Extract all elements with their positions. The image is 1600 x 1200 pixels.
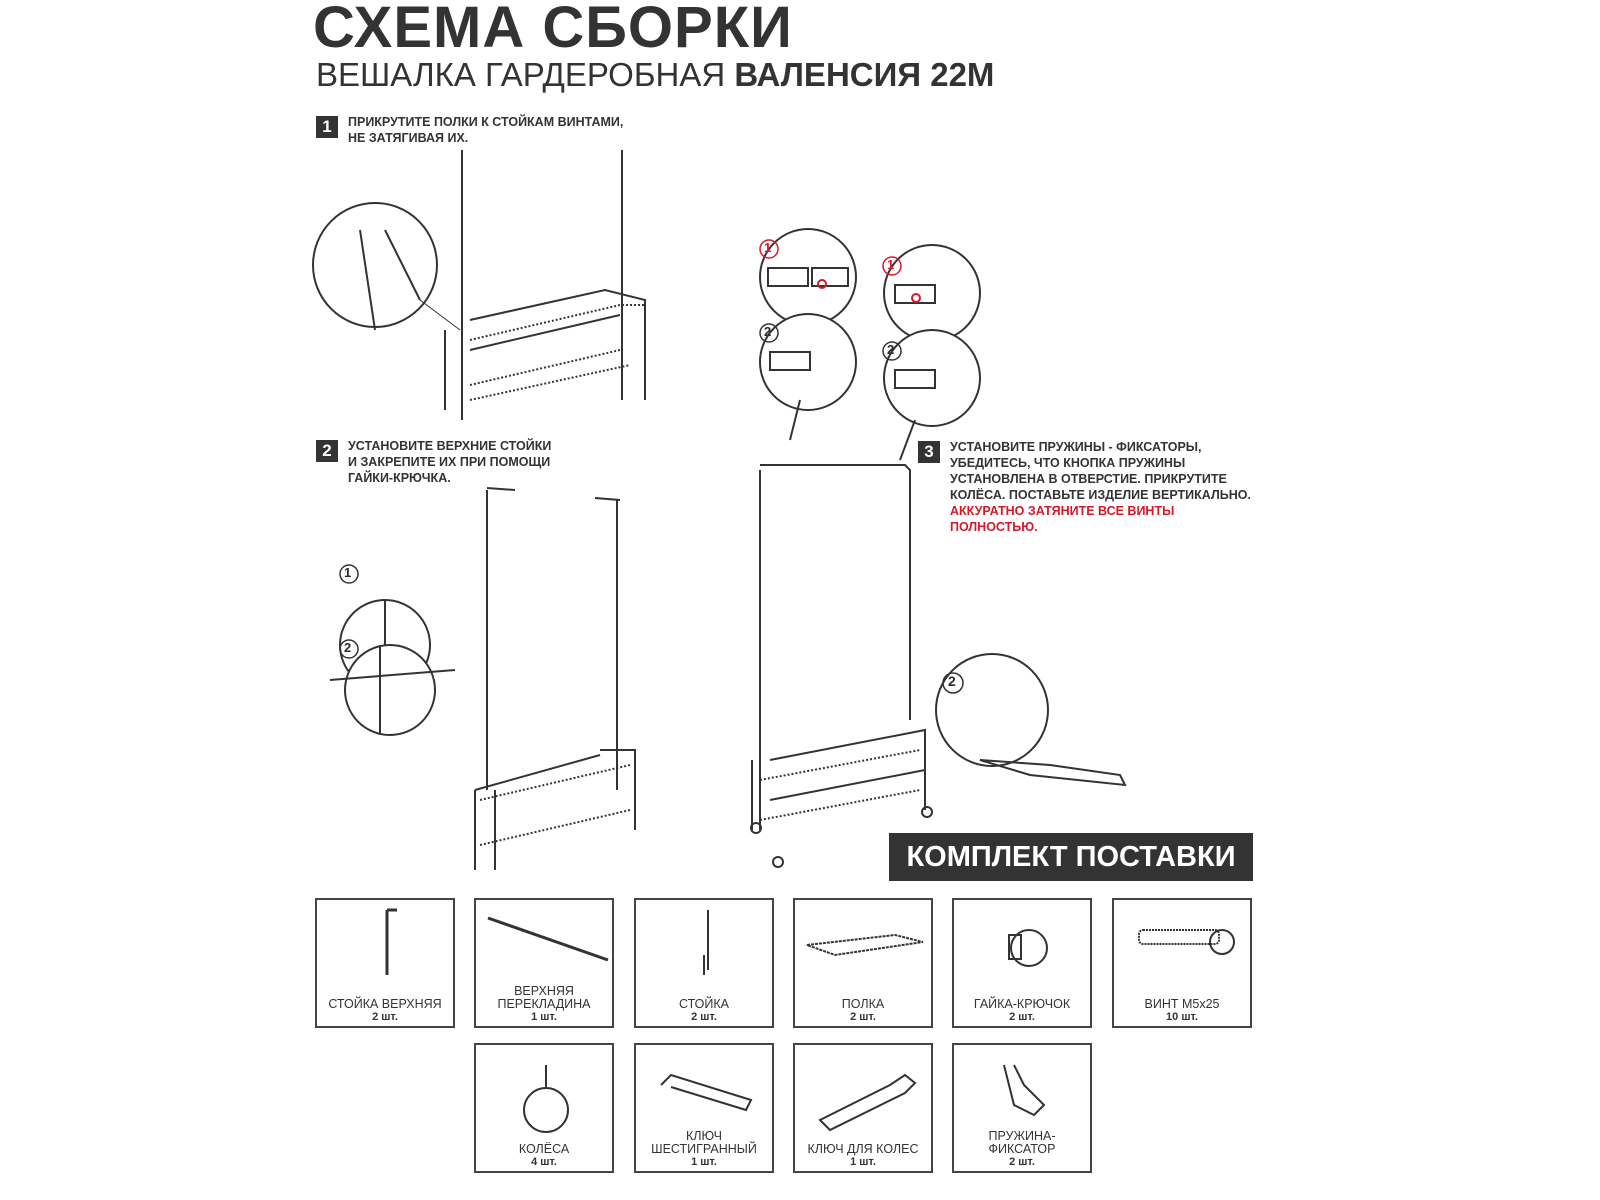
callout-number: 2 [344, 640, 352, 655]
part-illustration [818, 1073, 917, 1132]
part-illustration [1003, 1064, 1046, 1117]
step-1: 1 ПРИКРУТИТЕ ПОЛКИ К СТОЙКАМ ВИНТАМИ, НЕ … [316, 114, 623, 146]
part-name: КЛЮЧ [685, 1129, 723, 1143]
part-name: ШЕСТИГРАННЫЙ [651, 1142, 757, 1156]
part-name: ВЕРХНЯЯ [514, 984, 574, 998]
part-name: ГАЙКА-КРЮЧОК [973, 997, 1071, 1011]
part-quantity: 10 шт. [1166, 1011, 1198, 1023]
step3-rack-drawing [750, 464, 1127, 868]
part-name: ПОЛКА [841, 997, 885, 1011]
part-quantity: 2 шт. [1009, 1156, 1035, 1168]
part-name: ПЕРЕКЛАДИНА [497, 997, 591, 1011]
step-text: УСТАНОВИТЕ ПРУЖИНЫ - ФИКСАТОРЫ, [950, 440, 1202, 454]
part-illustration [1008, 929, 1048, 967]
part-name: СТОЙКА [678, 997, 729, 1011]
part-name: КОЛЁСА [518, 1142, 570, 1156]
part-quantity: 2 шт. [850, 1011, 876, 1023]
part-illustration [703, 910, 709, 975]
part-name: ВИНТ М5х25 [1144, 997, 1220, 1011]
warning-text: ПОЛНОСТЬЮ. [950, 520, 1038, 534]
step-text: ГАЙКИ-КРЮЧКА. [348, 471, 451, 485]
part-quantity: 4 шт. [531, 1156, 557, 1168]
callout-number: 2 [887, 342, 895, 357]
model-name: ВАЛЕНСИЯ 22М [734, 56, 995, 93]
callout-number: 2 [948, 673, 956, 689]
warning-text: АККУРАТНО ЗАТЯНИТЕ ВСЕ ВИНТЫ [950, 504, 1175, 518]
part-quantity: 2 шт. [1009, 1011, 1035, 1023]
part-name: КЛЮЧ ДЛЯ КОЛЕС [807, 1142, 919, 1156]
part-name: ФИКСАТОР [988, 1142, 1056, 1156]
part-quantity: 2 шт. [372, 1011, 398, 1023]
subtitle-prefix: ВЕШАЛКА ГАРДЕРОБНАЯ [316, 56, 726, 93]
part-illustration [487, 916, 609, 962]
step-text: УБЕДИТЕСЬ, ЧТО КНОПКА ПРУЖИНЫ [950, 456, 1186, 470]
step1-rack-drawing [312, 150, 646, 420]
step-text: И ЗАКРЕПИТЕ ИХ ПРИ ПОМОЩИ [348, 455, 551, 469]
step-text: УСТАНОВИТЕ ВЕРХНИЕ СТОЙКИ [348, 439, 552, 453]
part-quantity: 2 шт. [691, 1011, 717, 1023]
step-2: 2 УСТАНОВИТЕ ВЕРХНИЕ СТОЙКИ И ЗАКРЕПИТЕ И… [316, 438, 551, 486]
step3-callout-circles [759, 228, 981, 461]
step-number: 1 [316, 116, 338, 138]
part-illustration [660, 1073, 753, 1112]
assembly-diagrams [312, 150, 1127, 870]
part-quantity: 1 шт. [531, 1011, 557, 1023]
kit-contents-heading: КОМПЛЕКТ ПОСТАВКИ [889, 833, 1253, 881]
page-title: СХЕМА СБОРКИ [313, 0, 793, 60]
part-illustration [806, 933, 924, 957]
callout-number: 1 [764, 240, 772, 255]
part-name: СТОЙКА ВЕРХНЯЯ [328, 997, 442, 1011]
part-illustration [385, 908, 397, 975]
step-text: КОЛЁСА. ПОСТАВЬТЕ ИЗДЕЛИЕ ВЕРТИКАЛЬНО. [950, 488, 1251, 502]
part-illustration [1138, 929, 1235, 955]
step-text: НЕ ЗАТЯГИВАЯ ИХ. [348, 131, 469, 145]
step-text: ПРИКРУТИТЕ ПОЛКИ К СТОЙКАМ ВИНТАМИ, [348, 115, 624, 129]
part-name: ПРУЖИНА- [988, 1129, 1056, 1143]
step-number: 3 [918, 441, 940, 463]
step-number: 2 [316, 440, 338, 462]
callout-number: 1 [344, 565, 352, 580]
part-illustration [523, 1065, 569, 1133]
callout-number: 1 [887, 257, 895, 272]
step-3: 3 УСТАНОВИТЕ ПРУЖИНЫ - ФИКСАТОРЫ, УБЕДИТЕ… [918, 439, 1251, 535]
callout-number: 2 [764, 324, 772, 339]
part-quantity: 1 шт. [691, 1156, 717, 1168]
page-subtitle: ВЕШАЛКА ГАРДЕРОБНАЯ ВАЛЕНСИЯ 22М [316, 56, 994, 94]
part-quantity: 1 шт. [850, 1156, 876, 1168]
step2-rack-drawing [329, 487, 636, 870]
step-text: УСТАНОВЛЕНА В ОТВЕРСТИЕ. ПРИКРУТИТЕ [950, 472, 1227, 486]
